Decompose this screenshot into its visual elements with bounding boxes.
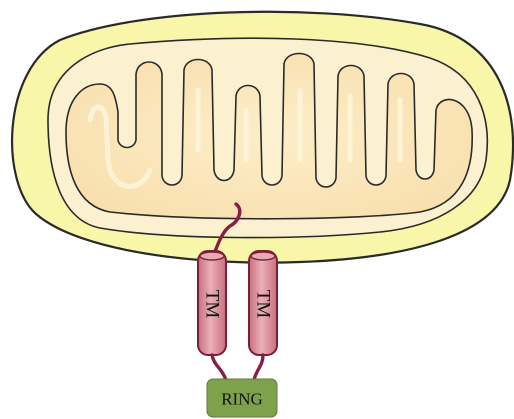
tm-label-2: TM (253, 290, 274, 319)
ring-label: RING (221, 390, 263, 409)
c-terminal-linker-1 (212, 355, 226, 380)
c-terminal-linker-2 (254, 355, 263, 380)
tm-label-1: TM (202, 290, 223, 319)
ring-domain: RING (207, 379, 277, 417)
transmembrane-helix-1: TM (198, 251, 226, 355)
transmembrane-helix-2: TM (249, 251, 277, 355)
